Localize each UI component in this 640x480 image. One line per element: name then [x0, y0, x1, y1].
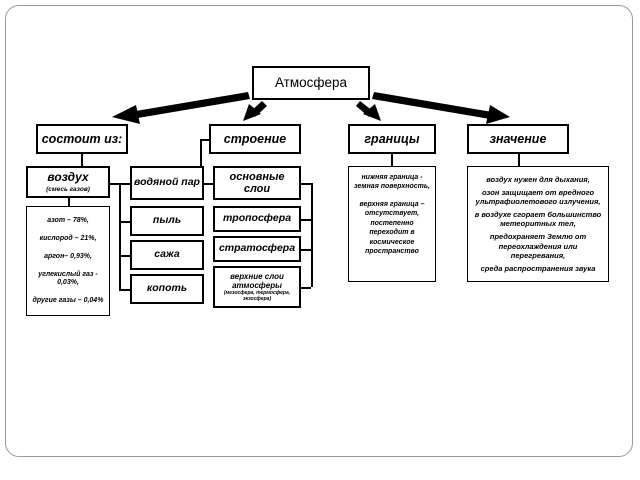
gas-item-oxygen: кислород – 21%,	[39, 234, 97, 242]
node-layer-upper-layers[interactable]: верхние слои атмосферы (мезосфера, термо…	[213, 266, 301, 308]
connector-impurity-0	[119, 183, 130, 185]
connector-layer-2	[301, 287, 311, 289]
node-impurity-dust[interactable]: пыль	[130, 206, 204, 236]
node-main-layers-label: основные слои	[229, 170, 285, 195]
node-category-importance-label: значение	[489, 131, 547, 146]
node-layer-upper-layers-label: верхние слои атмосферы	[230, 271, 284, 290]
node-air-label: воздух	[47, 170, 89, 185]
node-impurity-water-vapor-label: водяной пар	[134, 176, 200, 189]
boundary-upper: верхняя граница – отсутствует, постепенн…	[359, 200, 425, 256]
connector-mainlayers-stub	[200, 183, 213, 185]
node-layer-troposphere[interactable]: тропосфера	[213, 206, 301, 232]
connector-structure-spine	[200, 139, 202, 183]
node-category-composition-label: состоит из:	[41, 131, 123, 146]
connector-layers-spine	[311, 183, 313, 287]
arrow-to-composition	[112, 92, 250, 124]
gas-item-carbon-dioxide: углекислый газ - 0,03%,	[38, 270, 98, 286]
node-impurity-smut[interactable]: копоть	[130, 274, 204, 304]
node-boundaries-detail[interactable]: нижняя граница - земная поверхность, вер…	[348, 166, 436, 282]
node-category-composition[interactable]: состоит из:	[36, 124, 128, 154]
node-impurity-soot-label: сажа	[154, 248, 180, 261]
connector-layer-1	[301, 249, 311, 251]
boundary-lower: нижняя граница - земная поверхность,	[354, 174, 430, 191]
arrow-to-boundaries	[356, 101, 381, 121]
importance-temperature: предохраняет Землю от переохлаждения или…	[489, 232, 587, 260]
node-category-boundaries-label: границы	[364, 131, 420, 146]
connector-boundaries-text	[391, 154, 393, 166]
importance-ozone: озон защищает от вредного ультрафиолетов…	[475, 187, 601, 207]
connector-composition-air	[81, 154, 83, 166]
node-impurity-soot[interactable]: сажа	[130, 240, 204, 270]
connector-importance-text	[518, 154, 520, 166]
node-atmosphere-label: Атмосфера	[274, 75, 348, 91]
node-layer-stratosphere[interactable]: стратосфера	[213, 236, 301, 262]
node-impurity-water-vapor[interactable]: водяной пар	[130, 166, 204, 200]
node-gas-composition-list[interactable]: азот – 78%, кислород – 21%, аргон– 0,93%…	[26, 206, 110, 316]
importance-meteors: в воздухе сгорает большинство метеоритны…	[474, 209, 602, 229]
node-category-boundaries[interactable]: границы	[348, 124, 436, 154]
node-category-structure-label: строение	[223, 131, 287, 146]
connector-air-bracket-stub	[110, 183, 120, 185]
node-main-layers[interactable]: основные слои	[213, 166, 301, 200]
connector-mainlayers-bracket-stub	[301, 183, 312, 185]
importance-breathing: воздух нужен для дыхания,	[486, 174, 590, 184]
importance-sound: среда распространения звука	[480, 263, 596, 273]
node-layer-upper-layers-detail: (мезосфера, термосфера, экзосфера)	[223, 290, 291, 302]
connector-impurity-3	[119, 289, 130, 291]
node-category-importance[interactable]: значение	[467, 124, 569, 154]
node-impurity-smut-label: копоть	[146, 282, 188, 295]
gas-item-nitrogen: азот – 78%,	[47, 216, 89, 224]
arrow-to-structure	[243, 101, 267, 121]
connector-impurity-2	[119, 255, 130, 257]
connector-impurities-spine	[119, 183, 121, 290]
arrow-to-importance	[372, 92, 510, 124]
node-layer-troposphere-label: тропосфера	[222, 212, 292, 225]
connector-structure-stub	[200, 139, 209, 141]
connector-air-gases	[68, 198, 70, 206]
connector-impurity-1	[119, 221, 130, 223]
node-importance-detail[interactable]: воздух нужен для дыхания, озон защищает …	[467, 166, 609, 282]
gas-item-argon: аргон– 0,93%,	[44, 252, 92, 260]
connector-layer-0	[301, 219, 311, 221]
node-air[interactable]: воздух (смесь газов)	[26, 166, 110, 198]
node-air-note: (смесь газов)	[46, 185, 90, 193]
node-impurity-dust-label: пыль	[152, 214, 182, 227]
node-atmosphere-root[interactable]: Атмосфера	[252, 66, 370, 100]
node-layer-stratosphere-label: стратосфера	[218, 242, 296, 255]
node-category-structure[interactable]: строение	[209, 124, 301, 154]
gas-item-other-gases: другие газы – 0,04%	[32, 296, 104, 304]
